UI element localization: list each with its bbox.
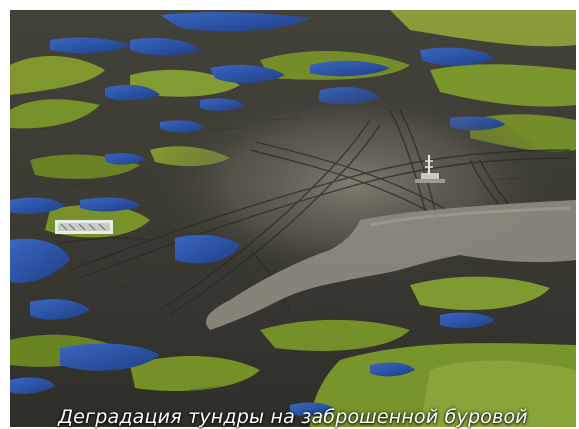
drill-site-icon [415, 155, 445, 183]
water-pools-low [10, 312, 495, 417]
water-pools-mid [10, 234, 240, 320]
photo-illustration [10, 10, 576, 427]
tundra-aerial-photo [10, 10, 576, 427]
ground-texture [19, 117, 541, 391]
photo-caption: Деградация тундры на заброшенной буровой [58, 406, 528, 428]
flooded-channel [206, 200, 576, 330]
sign-board-icon [55, 220, 113, 234]
